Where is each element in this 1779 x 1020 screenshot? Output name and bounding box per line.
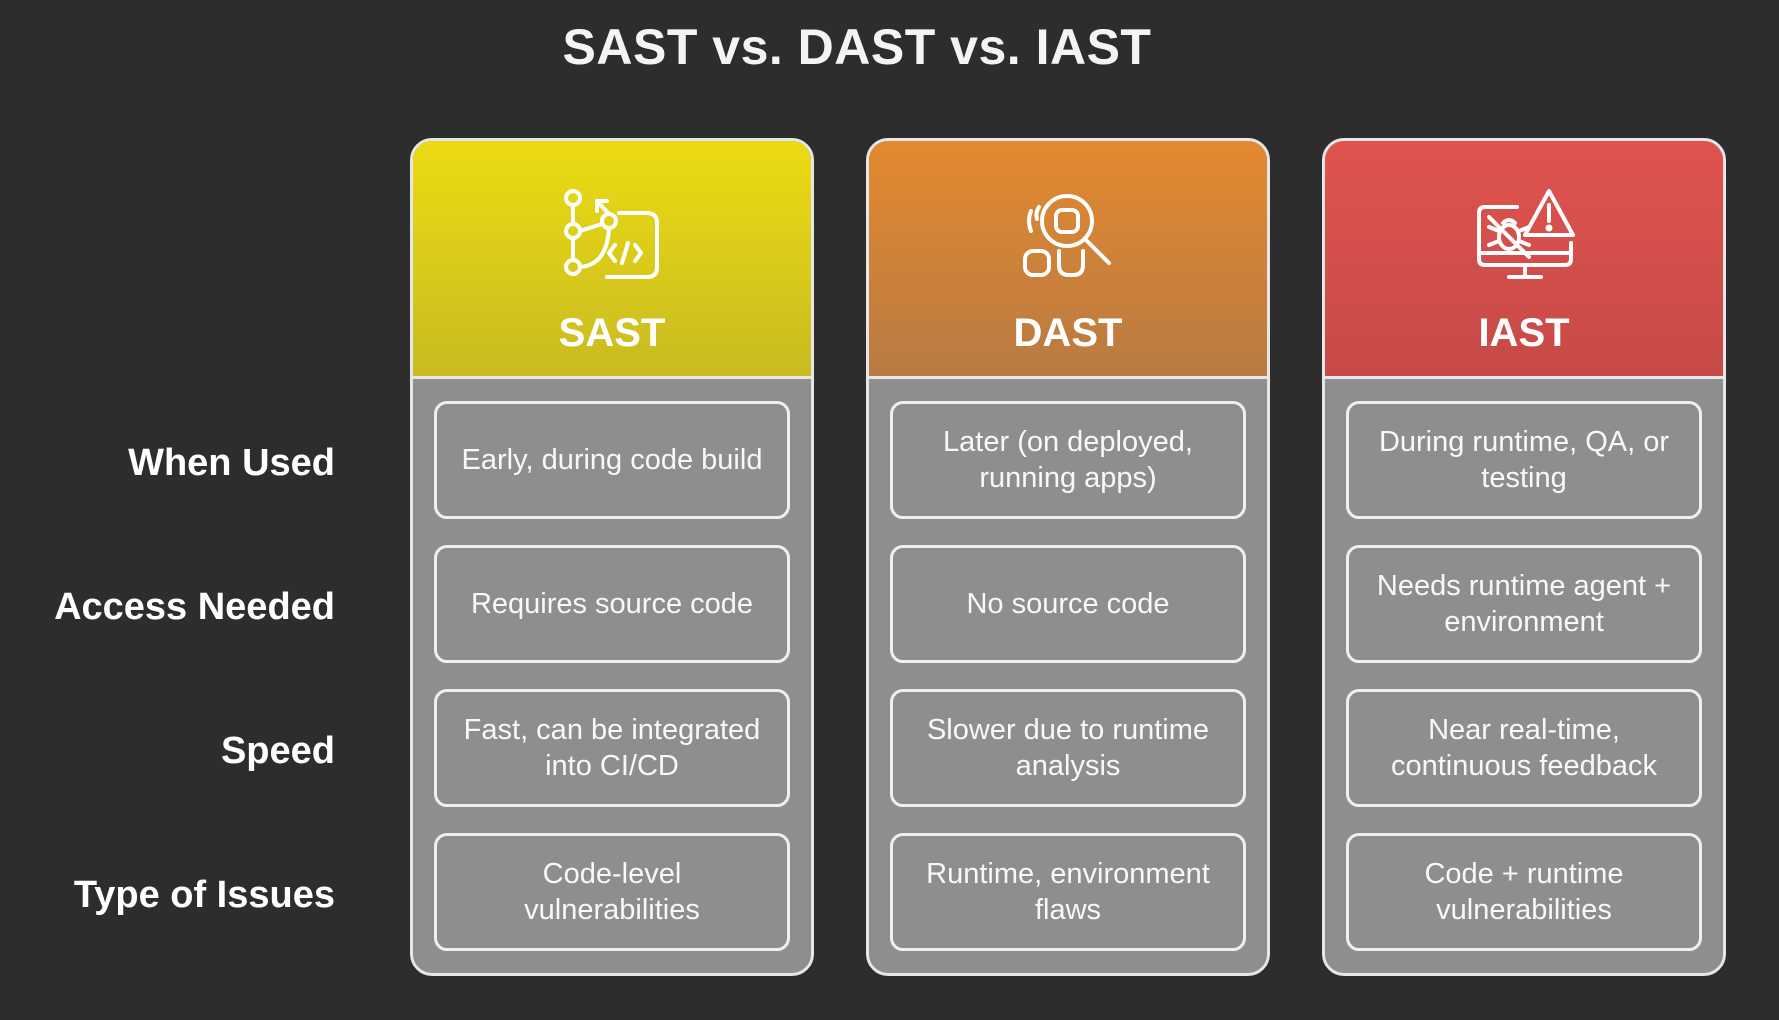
- search-inspect-icon: [1023, 194, 1111, 277]
- column-dast: DAST Later (on deployed, running apps) N…: [866, 138, 1270, 976]
- column-header-dast: DAST: [869, 141, 1267, 379]
- column-header-iast: IAST: [1325, 141, 1723, 379]
- cell-dast-access-needed: No source code: [890, 545, 1246, 663]
- bug-warning-monitor-icon: [1477, 189, 1575, 279]
- cell-iast-when-used: During runtime, QA, or testing: [1346, 401, 1702, 519]
- column-title-dast: DAST: [1013, 311, 1123, 355]
- cell-iast-type-of-issues: Code + runtime vulnerabilities: [1346, 833, 1702, 951]
- cell-iast-access-needed: Needs runtime agent + environment: [1346, 545, 1702, 663]
- cell-sast-when-used: Early, during code build: [434, 401, 790, 519]
- cell-dast-type-of-issues: Runtime, environment flaws: [890, 833, 1246, 951]
- cell-dast-speed: Slower due to runtime analysis: [890, 689, 1246, 807]
- cell-sast-speed: Fast, can be integrated into CI/CD: [434, 689, 790, 807]
- column-iast: IAST During runtime, QA, or testing Need…: [1322, 138, 1726, 976]
- cell-dast-when-used: Later (on deployed, running apps): [890, 401, 1246, 519]
- cell-sast-type-of-issues: Code-level vulnerabilities: [434, 833, 790, 951]
- column-title-sast: SAST: [558, 311, 666, 355]
- row-label-type-of-issues: Type of Issues: [73, 874, 335, 916]
- column-header-sast: SAST: [413, 141, 811, 379]
- row-label-when-used: When Used: [128, 442, 335, 484]
- row-label-speed: Speed: [220, 730, 335, 772]
- cell-sast-access-needed: Requires source code: [434, 545, 790, 663]
- column-title-iast: IAST: [1478, 311, 1570, 355]
- page-title: SAST vs. DAST vs. IAST: [562, 19, 1152, 75]
- code-branch-icon: [564, 189, 659, 279]
- row-label-access-needed: Access Needed: [54, 586, 335, 628]
- cell-iast-speed: Near real-time, continuous feedback: [1346, 689, 1702, 807]
- column-sast: SAST Early, during code build Requires s…: [410, 138, 814, 976]
